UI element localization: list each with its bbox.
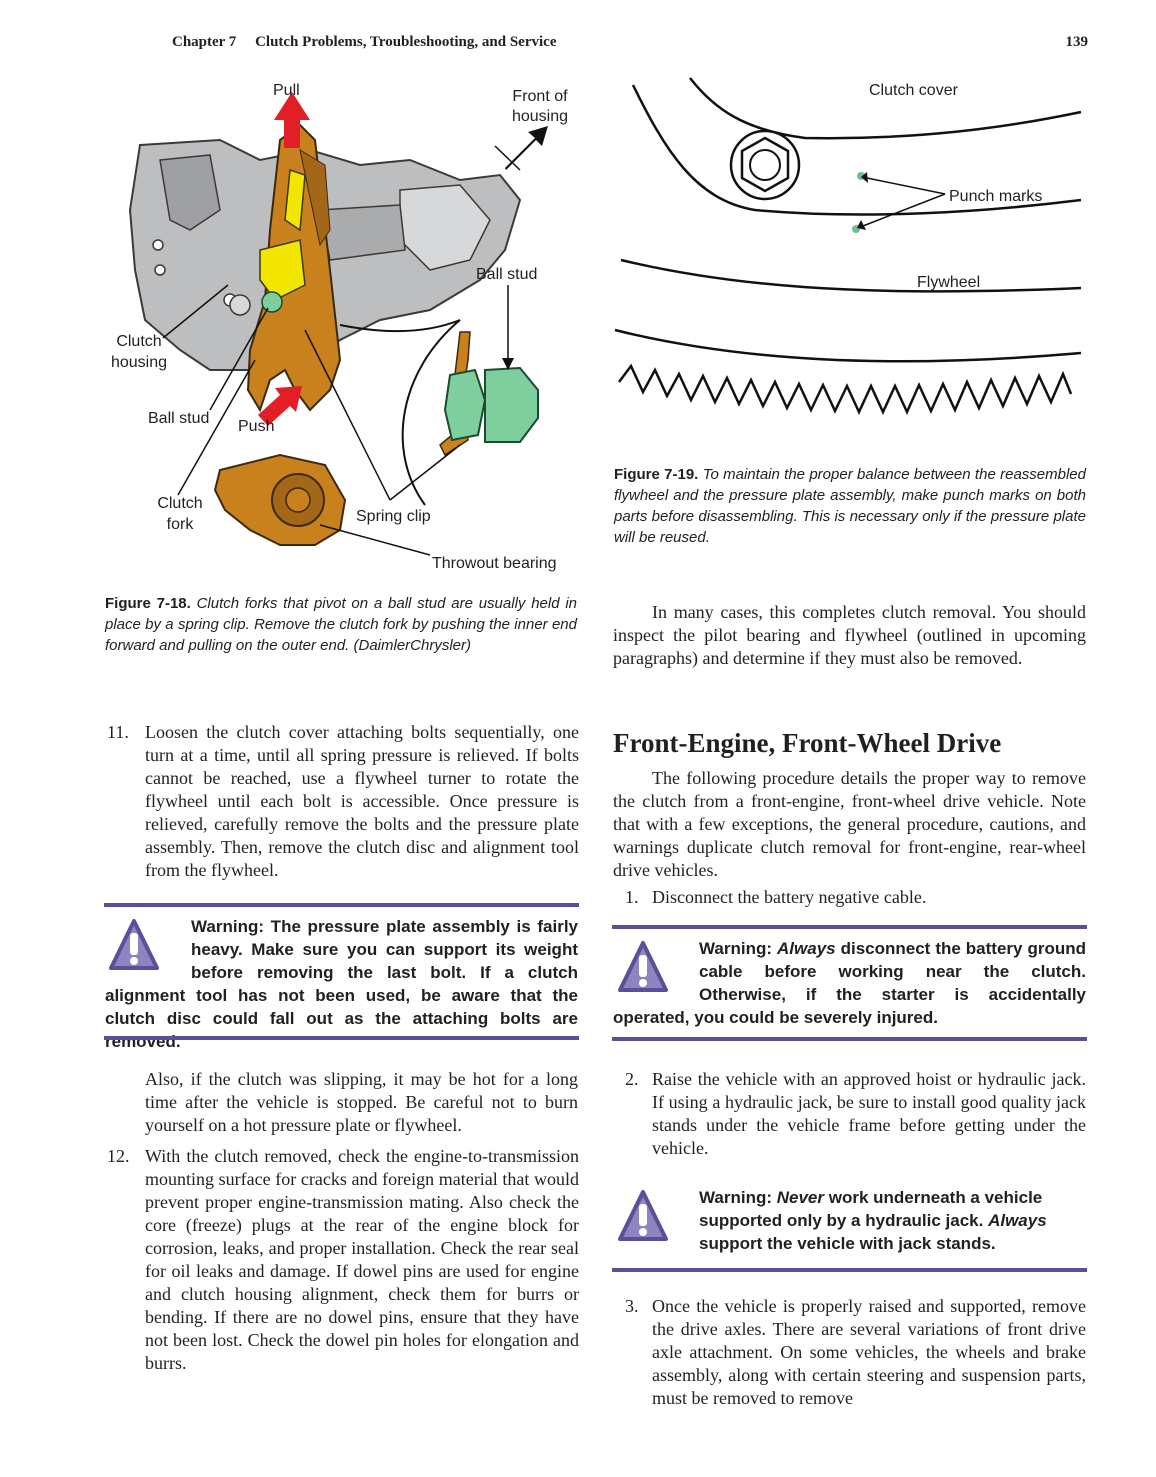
warning-1-text: Warning: The pressure plate assembly is … bbox=[105, 915, 578, 1053]
list-item-12: 12. With the clutch removed, check the e… bbox=[107, 1145, 579, 1395]
figure-7-19-caption-text: To maintain the proper balance between t… bbox=[614, 466, 1086, 546]
warning-3-bottom-rule bbox=[612, 1268, 1087, 1272]
warning-2-top-rule bbox=[612, 925, 1087, 929]
paragraph-many-cases: In many cases, this completes clutch rem… bbox=[613, 602, 1086, 668]
list-item-3: 3. Once the vehicle is properly raised a… bbox=[625, 1295, 1086, 1415]
warning-triangle-icon bbox=[618, 941, 668, 992]
list-item-2: 2. Raise the vehicle with an approved ho… bbox=[625, 1068, 1086, 1163]
warning-3-rest: support the vehicle with jack stands. bbox=[699, 1234, 996, 1253]
label-punch-marks: Punch marks bbox=[949, 188, 1043, 205]
figure-7-19-illustration bbox=[614, 77, 1082, 416]
list-item-3-text: Once the vehicle is properly raised and … bbox=[652, 1296, 1086, 1408]
list-item-1: 1. Disconnect the battery negative cable… bbox=[625, 886, 1086, 910]
label-spring-clip: Spring clip bbox=[356, 508, 431, 525]
list-item-3-number: 3. bbox=[625, 1296, 639, 1316]
chapter-number: Chapter 7 bbox=[172, 34, 237, 50]
push-arrow-icon bbox=[258, 386, 302, 426]
warning-3-emphasis-1: Never bbox=[776, 1188, 825, 1207]
warning-1-top-rule bbox=[104, 903, 579, 907]
list-item-2-number: 2. bbox=[625, 1069, 639, 1089]
warning-triangle-icon bbox=[109, 919, 159, 970]
list-item-1-number: 1. bbox=[625, 887, 639, 907]
warning-1-bottom-rule bbox=[104, 1036, 579, 1040]
warning-1-content: Warning: The pressure plate assembly is … bbox=[105, 917, 578, 1051]
label-clutch-cover: Clutch cover bbox=[869, 82, 958, 99]
figure-7-19-caption-label: Figure 7-19. bbox=[614, 466, 699, 483]
list-item-11-text: Loosen the clutch cover attaching bolts … bbox=[145, 722, 579, 880]
paragraph-also: Also, if the clutch was slipping, it may… bbox=[145, 1069, 578, 1135]
pull-arrow-icon bbox=[274, 92, 310, 148]
figure-7-18-caption: Figure 7-18. Clutch forks that pivot on … bbox=[105, 593, 577, 656]
warning-3-text: Warning: Never work underneath a vehicle… bbox=[699, 1186, 1087, 1255]
label-ball-stud-left: Ball stud bbox=[148, 410, 210, 427]
figure-7-18-caption-text: Clutch forks that pivot on a ball stud a… bbox=[105, 595, 577, 654]
figure-7-18-illustration bbox=[128, 92, 548, 556]
list-item-1-text: Disconnect the battery negative cable. bbox=[652, 887, 927, 907]
page-number: 139 bbox=[1065, 34, 1089, 50]
list-item-11-number: 11. bbox=[107, 722, 129, 742]
paragraph-following: The following procedure details the prop… bbox=[613, 768, 1086, 880]
label-ball-stud-top: Ball stud bbox=[476, 266, 538, 283]
warning-3-lead: Warning: bbox=[699, 1188, 777, 1207]
label-flywheel: Flywheel bbox=[917, 274, 981, 291]
label-throwout-bearing: Throwout bearing bbox=[432, 555, 557, 572]
warning-3-emphasis-2: Always bbox=[988, 1211, 1047, 1230]
figure-7-18-caption-label: Figure 7-18. bbox=[105, 595, 191, 612]
label-front-of-housing-1: Front of bbox=[512, 88, 568, 105]
warning-2-bottom-rule bbox=[612, 1037, 1087, 1041]
warning-2-emphasis: Always bbox=[777, 939, 836, 958]
list-item-12-text: With the clutch removed, check the engin… bbox=[145, 1146, 579, 1373]
section-heading: Front-Engine, Front-Wheel Drive bbox=[613, 728, 1002, 758]
warning-3-middle: work underneath a vehicle supported only… bbox=[699, 1188, 1043, 1230]
warning-2-rest: disconnect the battery ground cable befo… bbox=[613, 939, 1087, 1027]
label-push: Push bbox=[238, 418, 275, 435]
running-header: Chapter 7 Clutch Problems, Troubleshooti… bbox=[172, 34, 1088, 58]
label-front-of-housing-2: housing bbox=[511, 108, 569, 125]
label-pull: Pull bbox=[273, 82, 300, 99]
label-clutch-fork-1: Clutch bbox=[157, 495, 203, 512]
figure-7-19-caption: Figure 7-19. To maintain the proper bala… bbox=[614, 464, 1086, 548]
label-clutch-housing-1: Clutch bbox=[116, 333, 162, 350]
list-item-11: 11. Loosen the clutch cover attaching bo… bbox=[107, 721, 579, 883]
warning-2-text: Warning: Always disconnect the battery g… bbox=[613, 937, 1086, 1029]
label-clutch-housing-2: housing bbox=[110, 354, 168, 371]
label-clutch-fork-2: fork bbox=[166, 516, 194, 533]
list-item-12-number: 12. bbox=[107, 1146, 130, 1166]
warning-2-lead: Warning: bbox=[699, 939, 778, 958]
list-item-2-text: Raise the vehicle with an approved hoist… bbox=[652, 1069, 1086, 1158]
warning-triangle-icon bbox=[618, 1190, 668, 1241]
chapter-title: Clutch Problems, Troubleshooting, and Se… bbox=[255, 34, 557, 50]
chapter-heading: Chapter 7 Clutch Problems, Troubleshooti… bbox=[172, 34, 556, 51]
